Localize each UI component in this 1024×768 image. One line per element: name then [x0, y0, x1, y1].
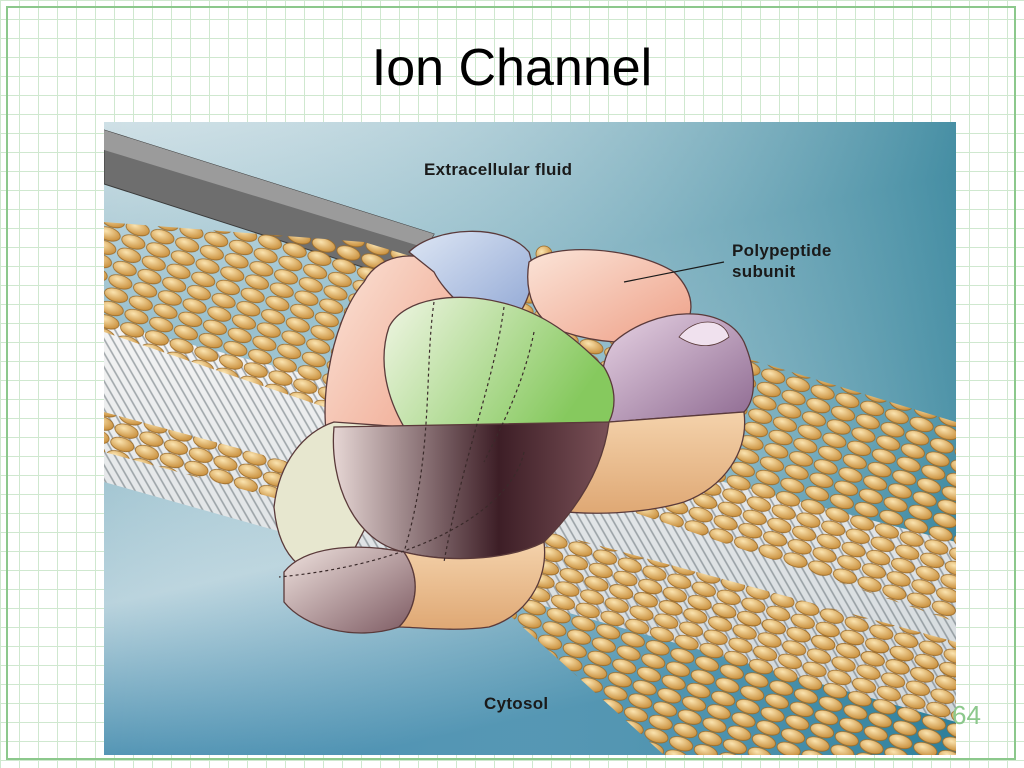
- ion-channel-figure: Extracellular fluid Polypeptide subunit …: [104, 122, 956, 755]
- label-cytosol: Cytosol: [484, 694, 549, 713]
- probe-rod-highlight: [104, 130, 434, 248]
- subunit-purple-opening: [678, 321, 730, 347]
- label-extracellular-fluid: Extracellular fluid: [424, 160, 573, 179]
- seam-line-left: [403, 301, 435, 553]
- polypeptide-leader-line: [623, 261, 725, 283]
- ion-channel-illustration: [104, 122, 956, 755]
- ion-channel-protein: [273, 230, 755, 634]
- slide-frame: [6, 6, 1016, 760]
- seam-line-lower: [278, 451, 525, 578]
- subunit-green: [383, 296, 615, 428]
- label-polypeptide-subunit: Polypeptide subunit: [732, 241, 832, 281]
- subunit-tan-lower: [397, 541, 546, 630]
- lipid-heads-bottom-right: [484, 552, 956, 755]
- seam-line-right: [483, 331, 535, 463]
- slide-title: Ion Channel: [371, 39, 653, 97]
- page-number: 64: [952, 700, 981, 730]
